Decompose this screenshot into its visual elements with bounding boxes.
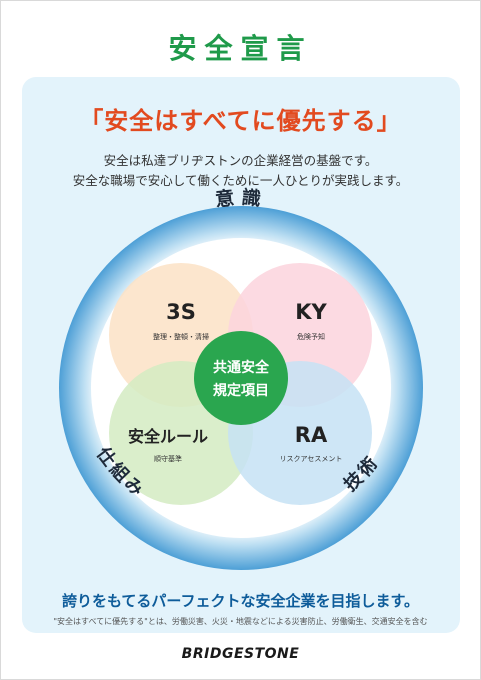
center-label-line-1: 共通安全 [213, 359, 270, 376]
heading-ky: KY [295, 300, 327, 324]
closing-statement: 誇りをもてるパーフェクトな安全企業を目指します。 [61, 592, 419, 610]
page-title: 安全宣言 [168, 32, 313, 65]
caption-safety-rules: 順守基準 [154, 454, 182, 463]
caption-ky: 危険予知 [297, 332, 325, 341]
slogan-heading: 「安全はすべてに優先する」 [79, 107, 402, 135]
center-label-line-2: 規定項目 [213, 382, 269, 399]
intro-line-2: 安全な職場で安心して働くために一人ひとりが実践します。 [72, 173, 409, 188]
intro-line-1: 安全は私達ブリヂストンの企業経営の基盤です。 [103, 153, 378, 168]
ring-label-top: 意識 [214, 186, 268, 212]
center-circle [194, 331, 288, 425]
heading-safety-rules: 安全ルール [128, 427, 208, 446]
bridgestone-logo: BRIDGESTONE [181, 646, 300, 662]
heading-3s: 3S [166, 300, 196, 324]
footnote: "安全はすべてに優先する"とは、労働災害、火災・地震などによる災害防止、労働衛生… [53, 617, 428, 626]
heading-ra: RA [295, 423, 328, 447]
caption-ra: リスクアセスメント [280, 455, 343, 463]
caption-3s: 整理・整頓・清掃 [153, 332, 209, 341]
